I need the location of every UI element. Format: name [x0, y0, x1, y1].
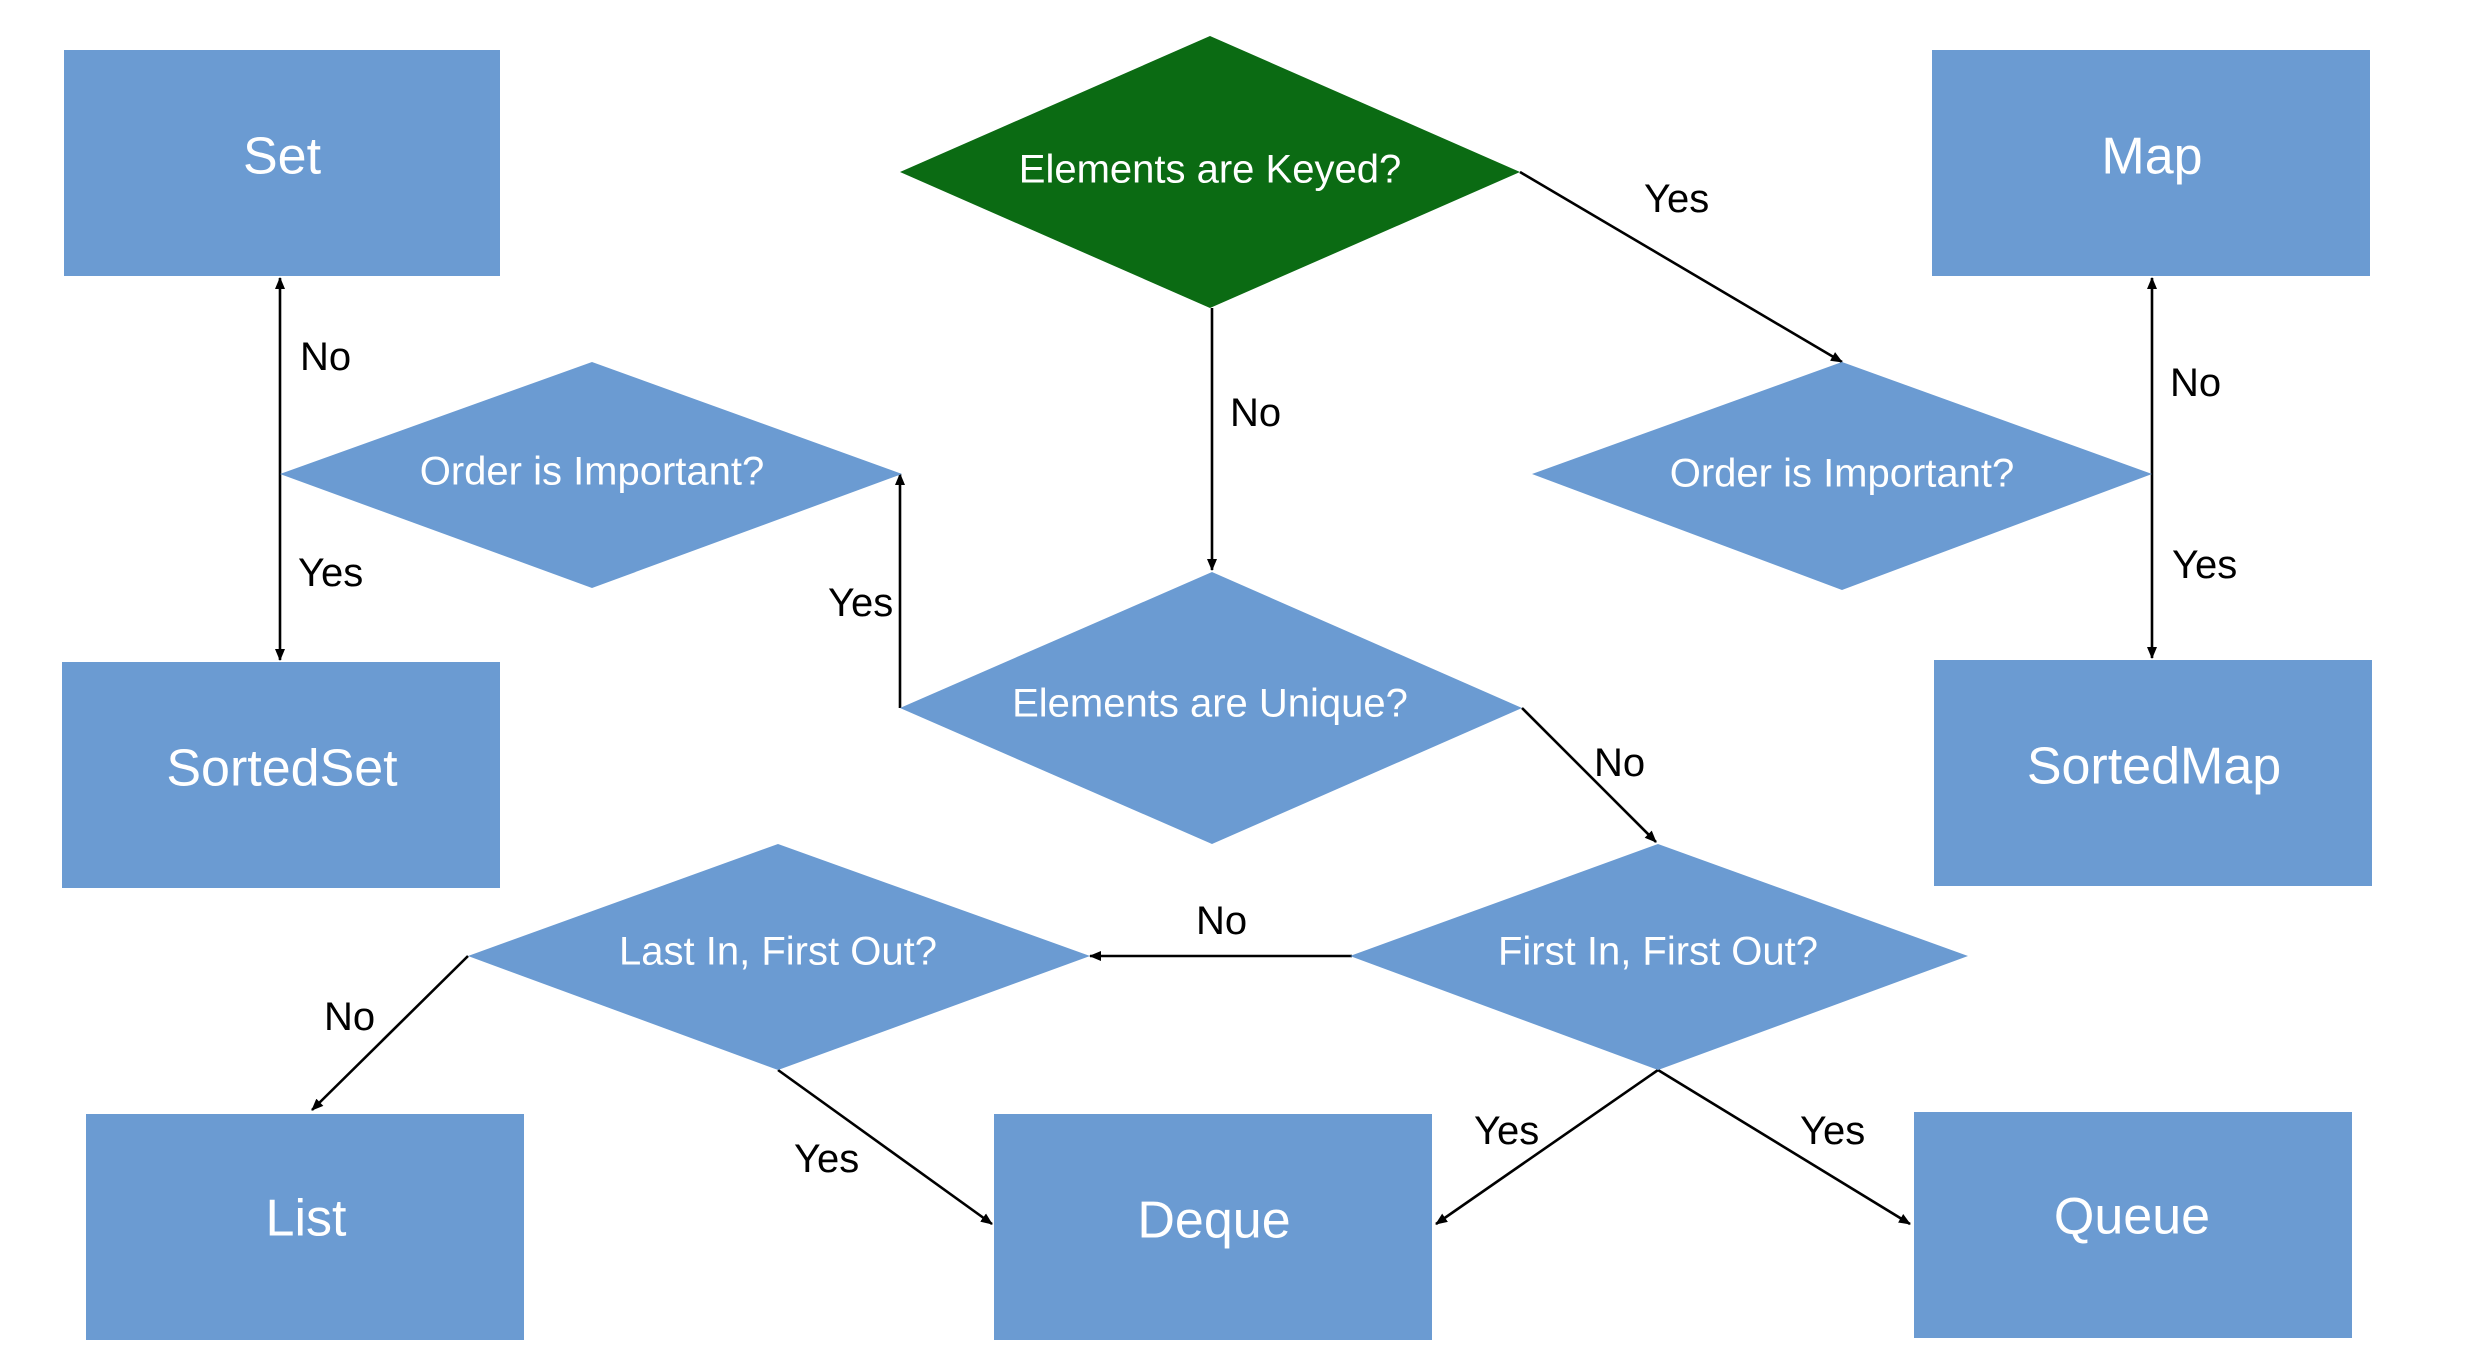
node-sorted-set: SortedSet: [62, 662, 500, 888]
node-queue-label: Queue: [2054, 1188, 2210, 1246]
decision-lifo-label: Last In, First Out?: [619, 930, 937, 974]
label-fifo-yes-deque: Yes: [1474, 1109, 1539, 1153]
label-order-left-no: No: [300, 335, 351, 379]
label-fifo-yes-queue: Yes: [1800, 1109, 1865, 1153]
edge-fifo-yes-queue: [1657, 1068, 1911, 1226]
edge-keyed-yes: [1519, 170, 1843, 364]
label-order-right-yes: Yes: [2172, 543, 2237, 587]
node-queue: Queue: [1914, 1112, 2352, 1338]
edges: [275, 170, 2157, 1226]
decision-order-important-right: Order is Important?: [1532, 362, 2152, 590]
edge-unique-no: [1521, 707, 1657, 843]
node-deque-label: Deque: [1137, 1192, 1290, 1250]
decision-unique-label: Elements are Unique?: [1012, 682, 1408, 726]
node-list: List: [86, 1114, 524, 1340]
decision-order-important-left: Order is Important?: [280, 362, 902, 588]
node-sorted-set-label: SortedSet: [166, 740, 398, 798]
node-map: Map: [1932, 50, 2370, 276]
node-set: Set: [64, 50, 500, 276]
node-sorted-map-label: SortedMap: [2027, 738, 2281, 796]
edge-labels: Yes No No Yes No Yes Yes No No Yes Yes N…: [298, 177, 2237, 1181]
node-deque: Deque: [994, 1114, 1432, 1340]
decision-elements-unique: Elements are Unique?: [900, 572, 1522, 844]
label-keyed-no: No: [1230, 391, 1281, 435]
label-unique-yes: Yes: [828, 581, 893, 625]
node-list-label: List: [266, 1190, 347, 1248]
decision-order-left-label: Order is Important?: [420, 450, 765, 494]
decision-lifo: Last In, First Out?: [468, 844, 1090, 1070]
edge-lifo-yes: [777, 1068, 993, 1226]
decision-fifo-label: First In, First Out?: [1498, 930, 1818, 974]
decision-fifo: First In, First Out?: [1350, 844, 1968, 1070]
decision-elements-keyed: Elements are Keyed?: [900, 36, 1520, 308]
label-unique-no: No: [1594, 741, 1645, 785]
label-lifo-no: No: [324, 995, 375, 1039]
decision-keyed-label: Elements are Keyed?: [1019, 148, 1401, 192]
edge-fifo-yes-deque: [1435, 1068, 1659, 1226]
label-lifo-yes: Yes: [794, 1137, 859, 1181]
node-map-label: Map: [2101, 128, 2202, 186]
decision-order-right-label: Order is Important?: [1670, 452, 2015, 496]
node-set-label: Set: [243, 128, 322, 186]
label-order-right-no: No: [2170, 361, 2221, 405]
node-sorted-map: SortedMap: [1934, 660, 2372, 886]
edge-lifo-no: [311, 955, 469, 1111]
label-fifo-no: No: [1196, 899, 1247, 943]
label-order-left-yes: Yes: [298, 551, 363, 595]
label-keyed-yes: Yes: [1644, 177, 1709, 221]
